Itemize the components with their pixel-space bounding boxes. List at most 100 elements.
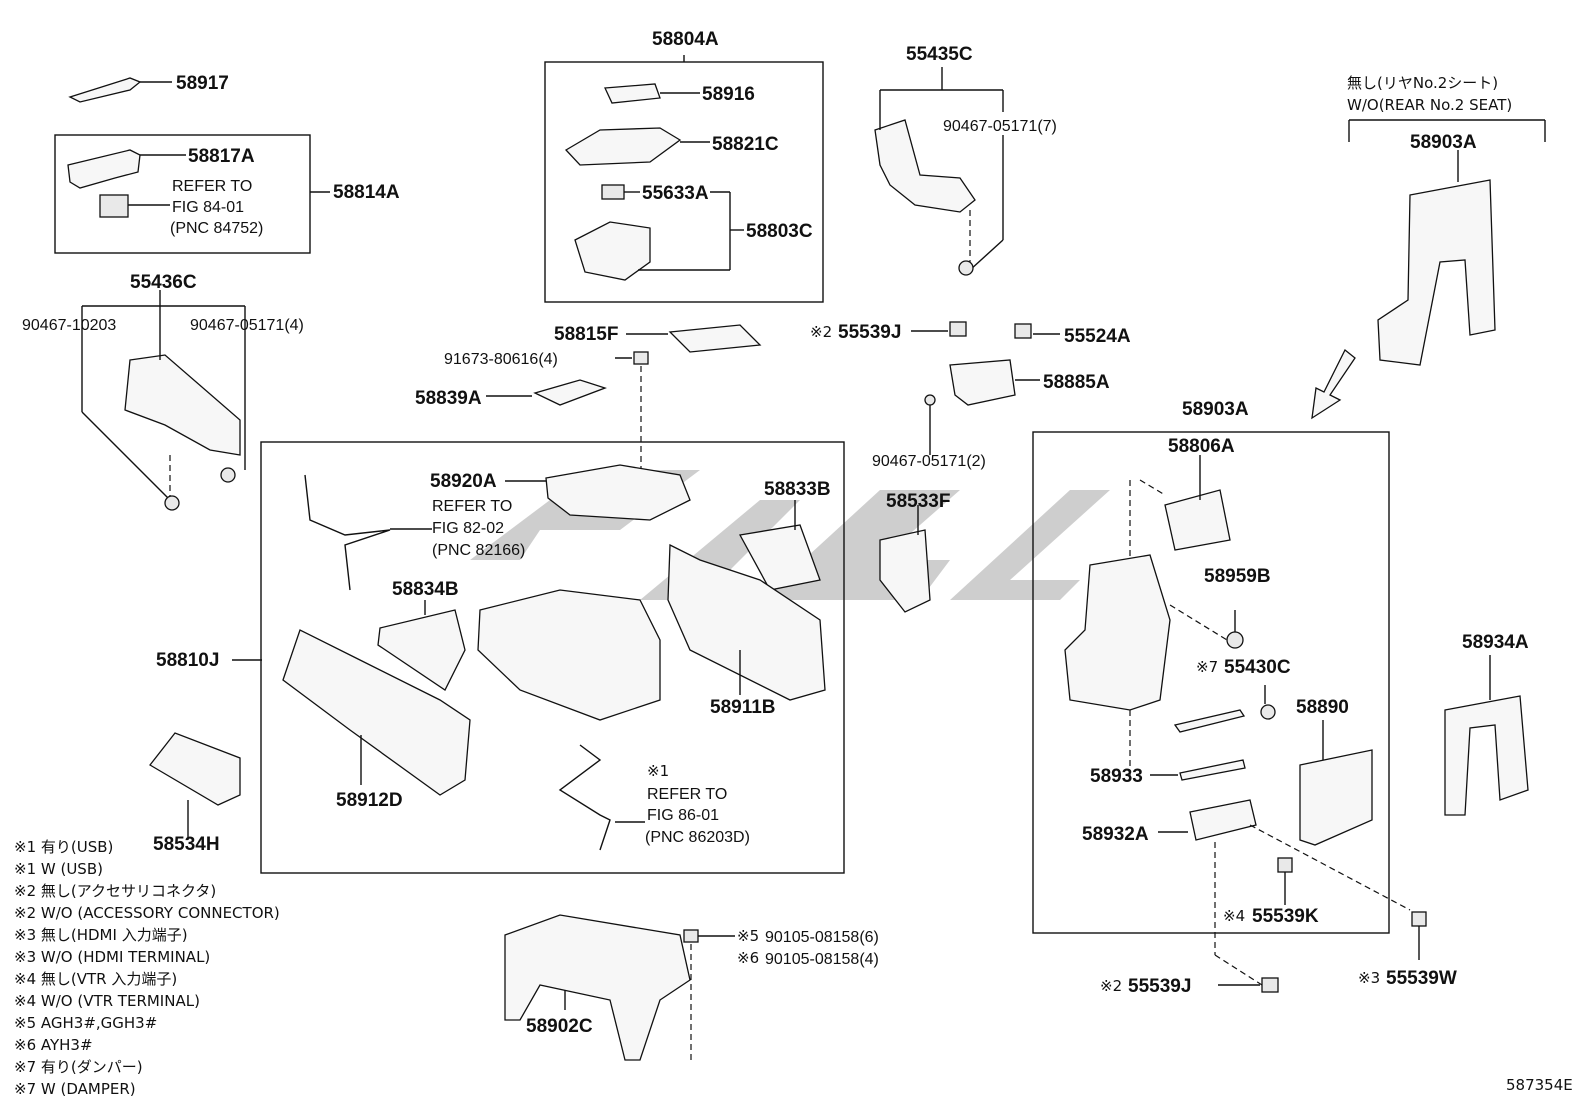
trim-strip-58917 [68, 77, 142, 103]
note-line: ※7 有り(ダンパー) [14, 1058, 143, 1076]
condition-mark: ※1 [647, 762, 669, 780]
side-panel-58912D [282, 629, 471, 796]
wire-harness [304, 474, 391, 591]
reference-text: REFER TO [172, 178, 252, 195]
lid-58916 [604, 83, 661, 104]
reference-text: REFER TO [647, 786, 727, 803]
clip-icon [164, 495, 180, 511]
part-label: 58932A [1082, 824, 1149, 845]
part-label: 58912D [336, 790, 403, 811]
part-label: 58902C [526, 1016, 593, 1037]
part-label: 58804A [652, 29, 719, 50]
condition-mark: ※7 [1196, 658, 1218, 676]
part-label: 58885A [1043, 372, 1110, 393]
part-label: 55539J [1128, 976, 1191, 997]
box-58803C [574, 221, 651, 281]
reference-text: FIG 84-01 [172, 199, 244, 216]
note-line: ※7 W (DAMPER) [14, 1080, 136, 1098]
part-label: 55539J [838, 322, 901, 343]
box-58810J [260, 441, 845, 874]
notes-legend: ※1 有り(USB) ※1 W (USB) ※2 無し(アクセサリコネクタ) ※… [14, 838, 280, 1098]
bolt-icon [683, 929, 699, 943]
note-line: ※3 W/O (HDMI TERMINAL) [14, 948, 210, 966]
switch-module [99, 194, 129, 218]
note-line: ※1 W (USB) [14, 860, 103, 878]
reference-text: (PNC 82166) [432, 542, 525, 559]
part-label: 58534H [153, 834, 220, 855]
condition-text: W/O(REAR No.2 SEAT) [1347, 96, 1512, 114]
part-label: 90105-08158(4) [765, 951, 879, 968]
side-panel-55436C [124, 354, 241, 456]
reference-text: FIG 86-01 [647, 807, 719, 824]
reference-text: (PNC 84752) [170, 220, 263, 237]
part-label: 90467-05171(7) [943, 118, 1057, 135]
connector-55539K [1277, 857, 1293, 873]
reference-text: (PNC 86203D) [645, 829, 750, 846]
figure-code: 587354E [1506, 1076, 1573, 1094]
frame-58902C [504, 914, 691, 1061]
part-label: 58810J [156, 650, 219, 671]
note-line: ※6 AYH3# [14, 1036, 93, 1054]
clip-icon [924, 394, 936, 406]
part-label: 58833B [764, 479, 831, 500]
part-label: 55633A [642, 183, 709, 204]
connector-55539J-bottom [1261, 977, 1279, 993]
condition-text: 無し(リヤNo.2シート) [1347, 74, 1498, 92]
part-label: 90105-08158(6) [765, 929, 879, 946]
part-label: 58890 [1296, 697, 1349, 718]
part-label: 58917 [176, 73, 229, 94]
clip-icon [958, 260, 974, 276]
armrest-58920A [545, 464, 691, 521]
part-label: 55435C [906, 44, 973, 65]
part-label: 58839A [415, 388, 482, 409]
part-label: 58933 [1090, 766, 1143, 787]
pad-58815F [668, 324, 762, 353]
side-panel-58911B [667, 543, 826, 701]
note-line: ※4 無し(VTR 入力端子) [14, 970, 177, 988]
part-label: 58903A [1182, 399, 1249, 420]
part-label: 58803C [746, 221, 813, 242]
part-label: 58821C [712, 134, 779, 155]
note-line: ※5 AGH3#,GGH3# [14, 1014, 157, 1032]
damper-end-icon [1260, 704, 1276, 720]
part-label: 58817A [188, 146, 255, 167]
part-label: 55524A [1064, 326, 1131, 347]
note-line: ※4 W/O (VTR TERMINAL) [14, 992, 200, 1010]
part-label: 91673-80616(4) [444, 351, 558, 368]
console-panel-58903A [1377, 179, 1496, 366]
module-58806A [1164, 489, 1231, 551]
bolt-icon [633, 351, 649, 365]
part-label: 55430C [1224, 657, 1291, 678]
reference-text: REFER TO [432, 498, 512, 515]
strip-58933 [1179, 759, 1246, 781]
part-label: 90467-05171(2) [872, 453, 986, 470]
cover-58534H [149, 732, 241, 806]
note-line: ※2 W/O (ACCESSORY CONNECTOR) [14, 904, 280, 922]
trim-58934A [1444, 695, 1529, 816]
bracket-58817A [67, 149, 141, 189]
part-label: 58911B [710, 697, 776, 718]
condition-mark: ※4 [1223, 907, 1245, 925]
connector-55539W [1411, 911, 1427, 927]
box-58814A [54, 134, 311, 254]
note-line: ※1 有り(USB) [14, 838, 113, 856]
tray-58821C [564, 127, 682, 166]
panel-58834B [377, 609, 466, 691]
arrow-icon [1311, 348, 1356, 420]
part-label: 58814A [333, 182, 400, 203]
part-label: 90467-10203 [22, 317, 116, 334]
part-label: 58806A [1168, 436, 1235, 457]
part-label: 55436C [130, 272, 197, 293]
clip-icon [1226, 631, 1244, 649]
condition-mark: ※5 [737, 927, 759, 945]
box-58903A [1032, 431, 1390, 934]
part-label: 58903A [1410, 132, 1477, 153]
note-line: ※3 無し(HDMI 入力端子) [14, 926, 188, 944]
part-label: 55539W [1386, 968, 1457, 989]
part-label: 55539K [1252, 906, 1319, 927]
condition-mark: ※3 [1358, 969, 1380, 987]
console-body-58911B [477, 589, 661, 721]
part-label: 58934A [1462, 632, 1529, 653]
condition-mark: ※2 [810, 323, 832, 341]
